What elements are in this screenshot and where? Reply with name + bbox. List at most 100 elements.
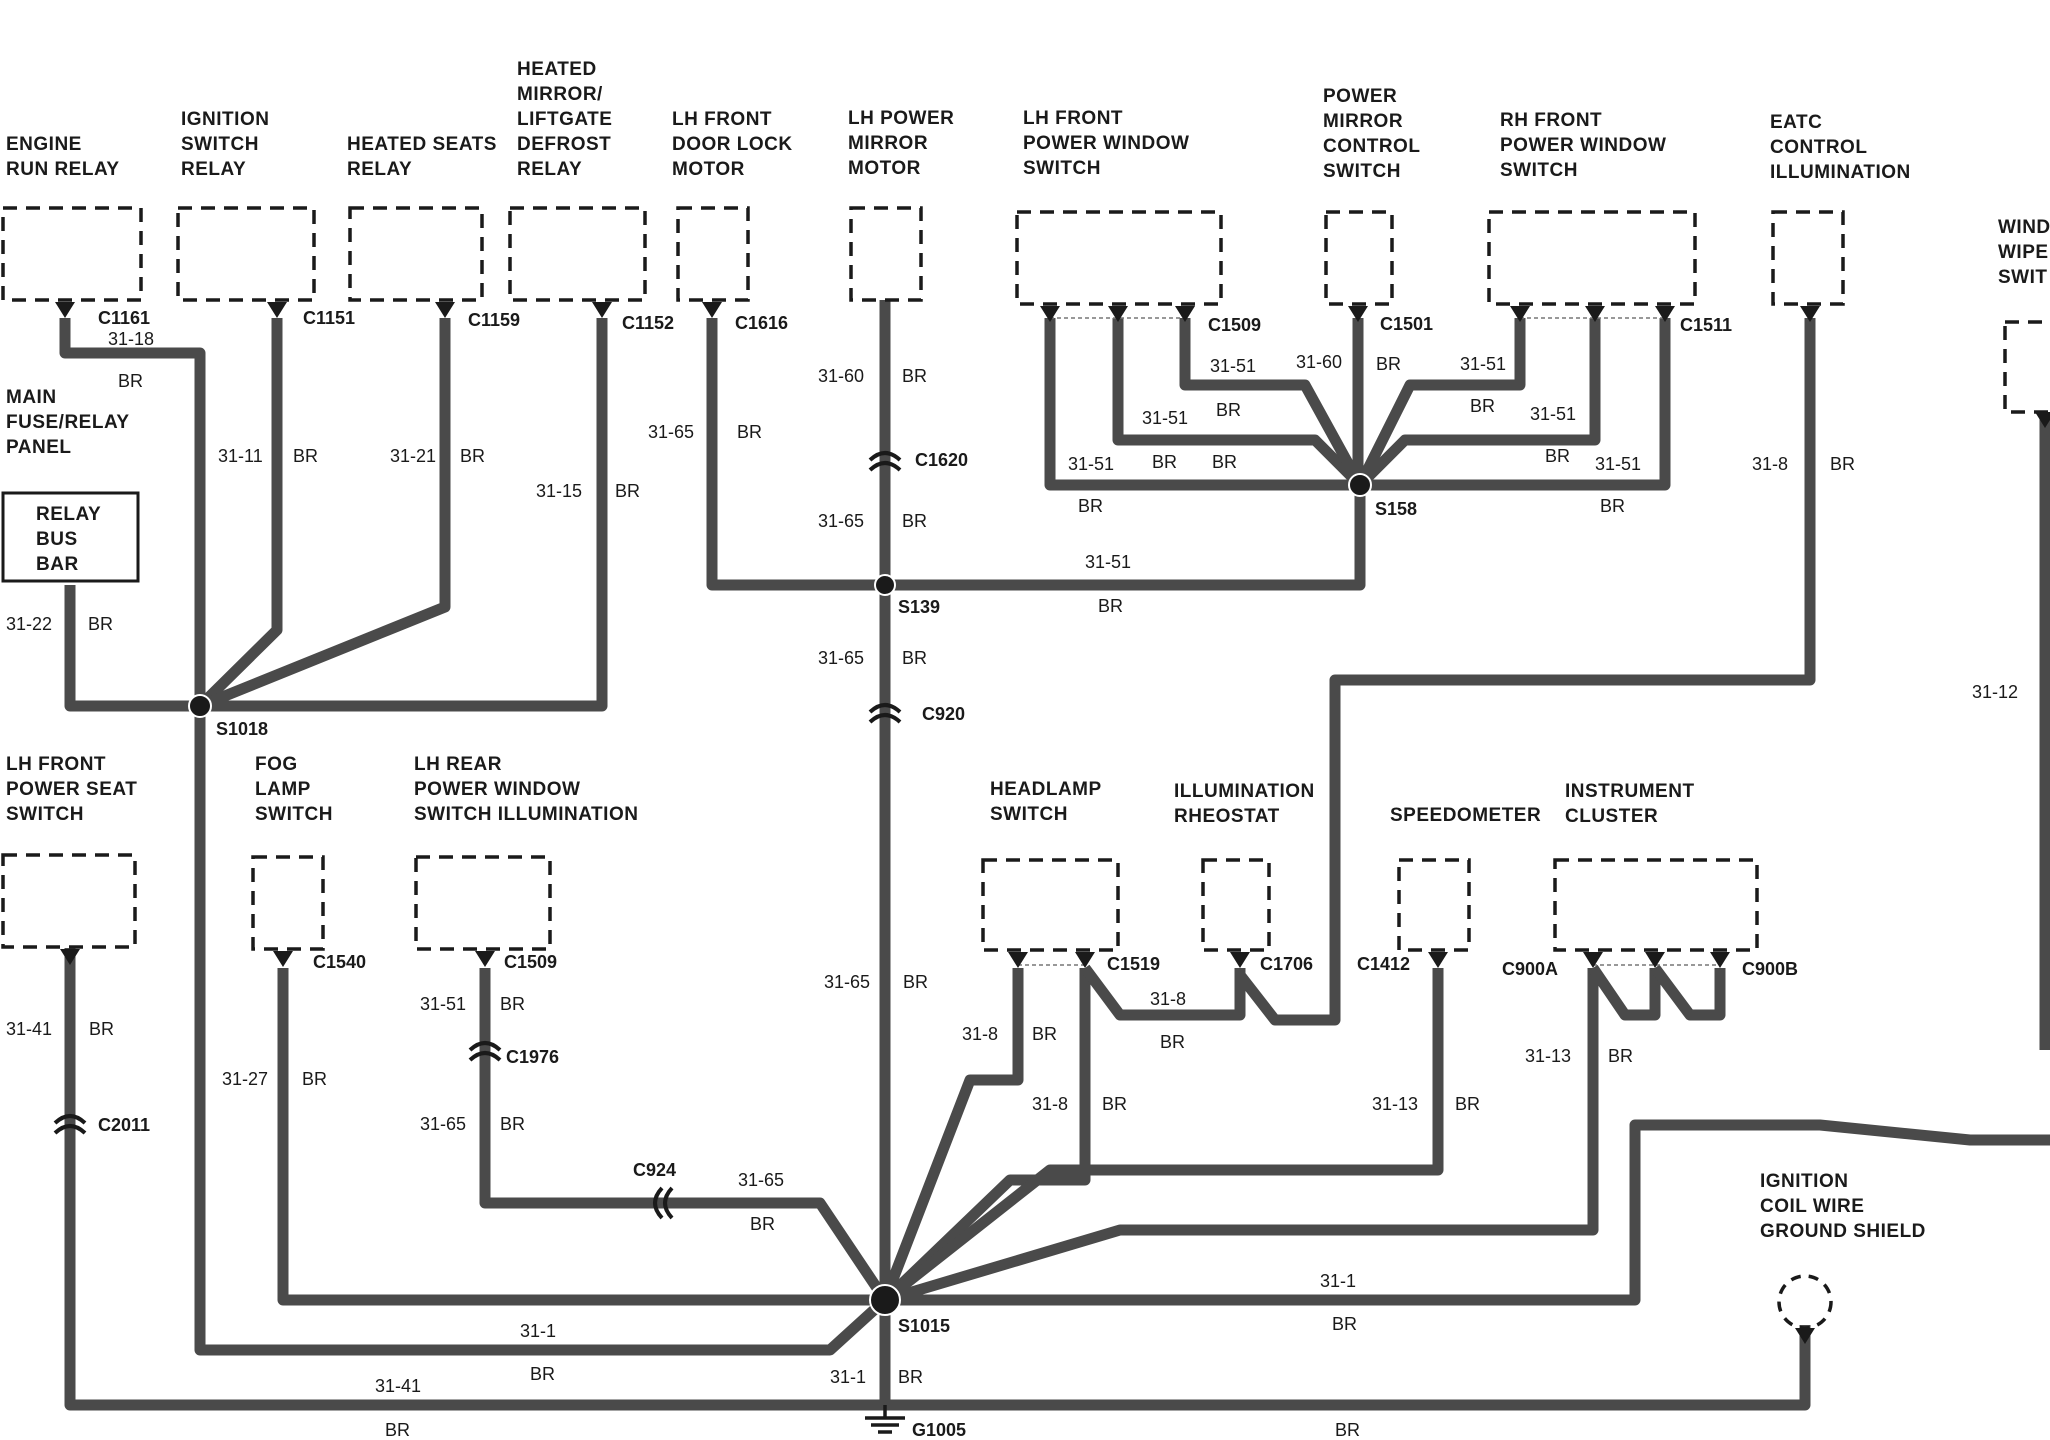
component-label-lh-front-power-window-switch: POWER WINDOW xyxy=(1023,133,1189,154)
component-label-heated-mirror-relay: RELAY xyxy=(517,159,582,180)
component-label-fog-lamp-switch: SWITCH xyxy=(255,804,333,825)
component-label-heated-mirror-relay: MIRROR/ xyxy=(517,84,603,105)
connector-label-c900a: C900A xyxy=(1502,959,1558,979)
connector-label-c1540: C1540 xyxy=(313,952,366,972)
circuit-number-label: 31-12 xyxy=(1972,682,2018,702)
circuit-number-label: 31-21 xyxy=(390,446,436,466)
wire-color-label: BR xyxy=(530,1364,555,1384)
box-ignition-coil-wire-ground-shield xyxy=(1777,1274,1833,1330)
component-label-engine-run-relay: ENGINE xyxy=(6,134,82,155)
box-lh-front-power-window-switch xyxy=(1015,210,1223,306)
circuit-number-label: 31-60 xyxy=(818,366,864,386)
pin-symbol xyxy=(1348,306,1368,322)
circuit-number-label: 31-15 xyxy=(536,481,582,501)
component-label-power-mirror-control-switch: CONTROL xyxy=(1323,136,1420,157)
connector-label-c1706: C1706 xyxy=(1260,954,1313,974)
circuit-number-label: 31-8 xyxy=(1032,1094,1068,1114)
inline-connector-c1620 xyxy=(868,451,902,472)
circuit-number-label: 31-41 xyxy=(6,1019,52,1039)
circuit-number-label: 31-11 xyxy=(218,446,263,466)
component-label-lh-front-power-window-switch: SWITCH xyxy=(1023,158,1101,179)
wire-ignition-switch-relay xyxy=(196,318,283,710)
wire-heated-mirror-relay xyxy=(200,318,608,712)
wire-color-label: BR xyxy=(1608,1046,1633,1066)
component-label-lh-power-mirror-motor: LH POWER xyxy=(848,108,954,129)
splice-s158-dot xyxy=(1348,473,1372,497)
connector-label-c1151: C1151 xyxy=(303,308,355,328)
box-speedometer xyxy=(1397,858,1471,952)
component-label-lh-front-power-seat-switch: LH FRONT xyxy=(6,754,106,775)
splice-label-s158: S158 xyxy=(1375,499,1417,519)
box-power-mirror-control-switch xyxy=(1324,210,1394,306)
component-label-rh-front-power-window-switch: RH FRONT xyxy=(1500,110,1602,131)
component-boxes xyxy=(1,206,2050,1330)
circuit-number-label: 31-65 xyxy=(420,1114,466,1134)
pin-symbol xyxy=(1655,306,1675,322)
splice-s1018-dot xyxy=(188,694,212,718)
wire-color-label: BR xyxy=(1102,1094,1127,1114)
circuit-number-label: 31-51 xyxy=(1142,408,1188,428)
component-label-ignition-coil-wire-ground-shield: GROUND SHIELD xyxy=(1760,1221,1926,1242)
wire-color-label: BR xyxy=(385,1420,410,1440)
component-label-ignition-switch-relay: RELAY xyxy=(181,159,246,180)
component-label-instrument-cluster: INSTRUMENT xyxy=(1565,781,1695,802)
box-ignition-switch-relay xyxy=(176,206,316,302)
pin-symbol xyxy=(1583,952,1603,968)
circuit-number-label: 31-51 xyxy=(420,994,466,1014)
pin-symbol xyxy=(592,302,612,318)
component-label-eatc-control-illumination: EATC xyxy=(1770,112,1822,133)
box-headlamp-switch xyxy=(981,858,1120,952)
component-label-windshield-wiper-switch: WIPE xyxy=(1998,242,2049,263)
ground-symbol xyxy=(865,1405,905,1434)
component-label-rh-front-power-window-switch: SWITCH xyxy=(1500,160,1578,181)
wire-headlamp-to-rheostat xyxy=(1080,964,1246,1021)
component-label-illumination-rheostat: ILLUMINATION xyxy=(1174,781,1315,802)
component-label-lh-front-door-lock-motor: MOTOR xyxy=(672,159,745,180)
box-engine-run-relay xyxy=(1,206,143,302)
component-label-eatc-control-illumination: ILLUMINATION xyxy=(1770,162,1911,183)
box-illumination-rheostat xyxy=(1201,858,1271,952)
component-label-windshield-wiper-switch: SWIT xyxy=(1998,267,2048,288)
circuit-number-label: 31-13 xyxy=(1525,1046,1571,1066)
connector-label-c2011: C2011 xyxy=(98,1115,150,1135)
connector-label-c1511: C1511 xyxy=(1680,315,1732,335)
component-label-ignition-switch-relay: IGNITION xyxy=(181,109,269,130)
component-label-lh-front-power-seat-switch: SWITCH xyxy=(6,804,84,825)
circuit-number-label: 31-65 xyxy=(818,511,864,531)
component-label-lh-front-door-lock-motor: LH FRONT xyxy=(672,109,772,130)
pin-symbol xyxy=(1075,952,1095,968)
component-label-fog-lamp-switch: LAMP xyxy=(255,779,311,800)
wire-color-label: BR xyxy=(1545,446,1570,466)
wire-lh-window-a xyxy=(1044,318,1360,491)
connector-label-c1616: C1616 xyxy=(735,313,788,333)
splice-label-s1015: S1015 xyxy=(898,1316,950,1336)
pin-symbol xyxy=(1040,306,1060,322)
circuit-number-label: 31-60 xyxy=(1296,352,1342,372)
connector-label-c1159: C1159 xyxy=(468,310,520,330)
box-heated-seats-relay xyxy=(348,206,484,302)
wire-color-label: BR xyxy=(293,446,318,466)
wire-color-label: BR xyxy=(1332,1314,1357,1334)
wires xyxy=(59,300,2050,1411)
wire-rh-window-c xyxy=(1360,318,1671,491)
inline-connector-c920 xyxy=(868,703,902,724)
wire-color-label: BR xyxy=(1216,400,1241,420)
wire-color-label: BR xyxy=(1212,452,1237,472)
connector-label-c1620: C1620 xyxy=(915,450,968,470)
component-label-main-fuse-relay-panel: PANEL xyxy=(6,437,71,458)
component-label-heated-mirror-relay: DEFROST xyxy=(517,134,611,155)
circuit-number-label: 31-65 xyxy=(824,972,870,992)
inline-connector-c1976 xyxy=(468,1041,502,1062)
wire-power-seat xyxy=(64,948,885,1411)
component-label-lh-front-power-window-switch: LH FRONT xyxy=(1023,108,1123,129)
wire-color-label: BR xyxy=(902,366,927,386)
wire-s1018-to-s1015 xyxy=(194,706,889,1356)
connector-label-c1509: C1509 xyxy=(1208,315,1261,335)
wire-headlamp-b xyxy=(881,968,1091,1304)
component-label-lh-rear-power-window-switch-illumination: POWER WINDOW xyxy=(414,779,580,800)
splice-label-s139: S139 xyxy=(898,597,940,617)
connector-label-c1976: C1976 xyxy=(506,1047,559,1067)
component-label-heated-mirror-relay: LIFTGATE xyxy=(517,109,612,130)
wire-lh-door-lock xyxy=(706,318,885,591)
pin-symbol xyxy=(267,302,287,318)
